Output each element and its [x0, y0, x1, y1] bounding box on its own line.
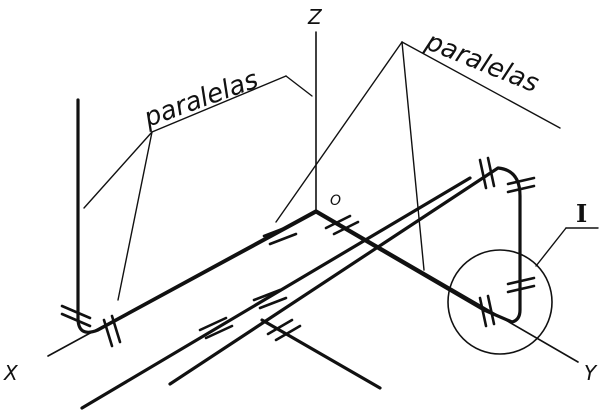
leader-line — [117, 131, 153, 301]
joint-mark — [252, 288, 282, 302]
detail-callout: I — [447, 199, 599, 355]
parallel-annotation-left: paralelas — [83, 65, 313, 301]
joint-mark — [262, 224, 292, 238]
detail-leader — [535, 227, 567, 267]
left-pipe-path — [76, 98, 318, 334]
detail-mark-label: I — [576, 199, 587, 228]
parallel-label-left: paralelas — [139, 65, 262, 134]
axis-y-label: Y — [584, 361, 598, 385]
leader-line — [401, 41, 425, 271]
joint-mark — [258, 296, 288, 310]
joint-mark — [204, 324, 234, 340]
joint-mark — [274, 324, 302, 342]
leader-line — [285, 75, 313, 97]
joint-mark — [110, 314, 122, 344]
joint-mark — [478, 158, 488, 190]
leader-underline — [151, 75, 287, 133]
joint-mark — [506, 176, 536, 186]
axis-x-label: X — [3, 361, 19, 385]
joint-mark — [486, 294, 496, 326]
joint-mark — [60, 312, 92, 328]
joint-mark — [266, 318, 294, 336]
joint-mark — [324, 214, 352, 230]
joint-mark — [506, 276, 536, 286]
y-pipe-segment — [314, 210, 486, 312]
joint-mark — [332, 220, 360, 236]
leader-line — [83, 131, 153, 209]
leader-line — [275, 41, 403, 223]
joint-mark — [506, 184, 536, 194]
left-pipe — [60, 98, 318, 348]
joint-mark — [486, 156, 496, 188]
joint-mark — [102, 318, 114, 348]
lower-pipe-path — [80, 176, 472, 410]
joint-mark — [478, 296, 488, 328]
leader-underline — [401, 41, 561, 129]
return-pipe-path — [168, 166, 522, 386]
joint-mark — [60, 304, 92, 320]
detail-circle — [447, 249, 553, 355]
right-pipe — [80, 156, 536, 410]
branch-pipe-path — [260, 318, 382, 390]
origin-label: O — [330, 193, 341, 209]
y-axis-line — [315, 209, 579, 363]
right-pipe-joints — [198, 156, 536, 342]
joint-mark — [198, 316, 228, 332]
joint-mark — [268, 232, 298, 246]
parallel-annotation-right: paralelas — [275, 26, 561, 271]
axis-z-label: Z — [307, 5, 323, 29]
joint-mark — [506, 284, 536, 294]
left-pipe-joints — [60, 224, 298, 348]
